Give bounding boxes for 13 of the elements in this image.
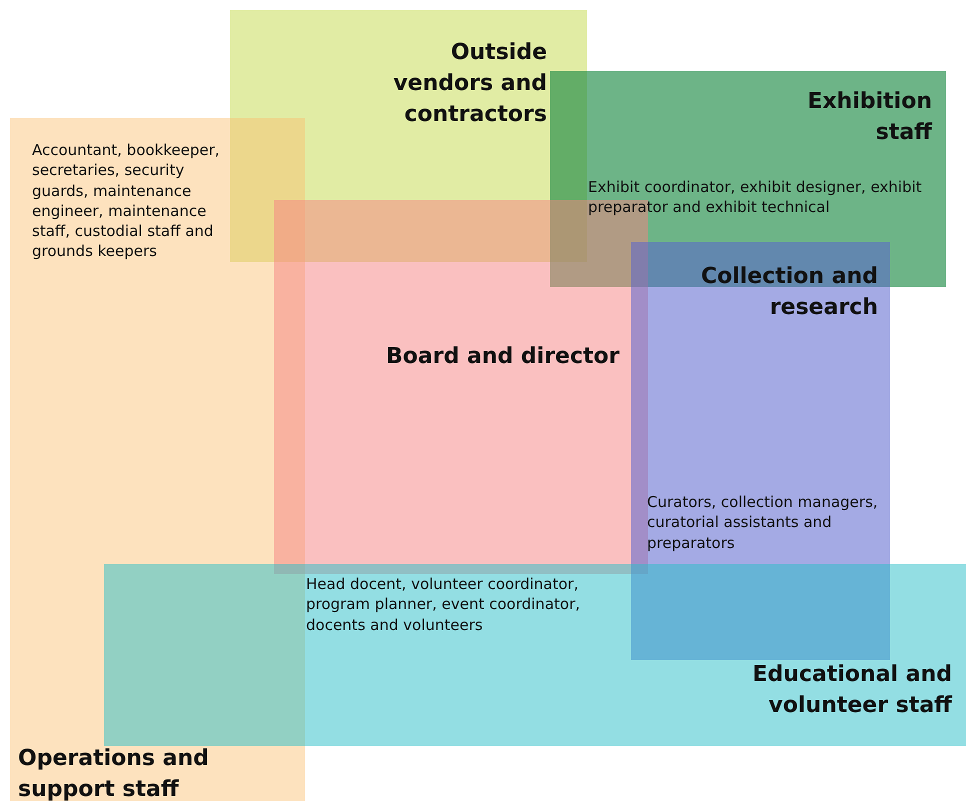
role-list: Head docent, volunteer coordinator, program planner, event coordinator, docents and volunteers bbox=[306, 574, 596, 635]
staff-group-area bbox=[104, 564, 966, 746]
group-heading: Board and director bbox=[386, 343, 620, 371]
role-list: Accountant, bookkeeper, secretaries, security guards, maintenance engineer, maintenance staff, custodial staff and grounds keepers bbox=[32, 140, 232, 262]
role-list: Curators, collection managers, curatorial assistants and preparators bbox=[647, 492, 887, 553]
group-heading: Outside vendors and contractors bbox=[392, 39, 547, 129]
group-heading: Educational and volunteer staff bbox=[752, 661, 952, 720]
group-heading: Collection and research bbox=[700, 263, 878, 322]
group-heading: Operations and support staff bbox=[18, 745, 210, 801]
staff-group-area bbox=[550, 71, 946, 287]
group-heading: Exhibition staff bbox=[806, 88, 932, 147]
staff-group-area bbox=[10, 118, 305, 801]
role-list: Exhibit coordinator, exhibit designer, exhibit preparator and exhibit technical bbox=[588, 177, 940, 218]
